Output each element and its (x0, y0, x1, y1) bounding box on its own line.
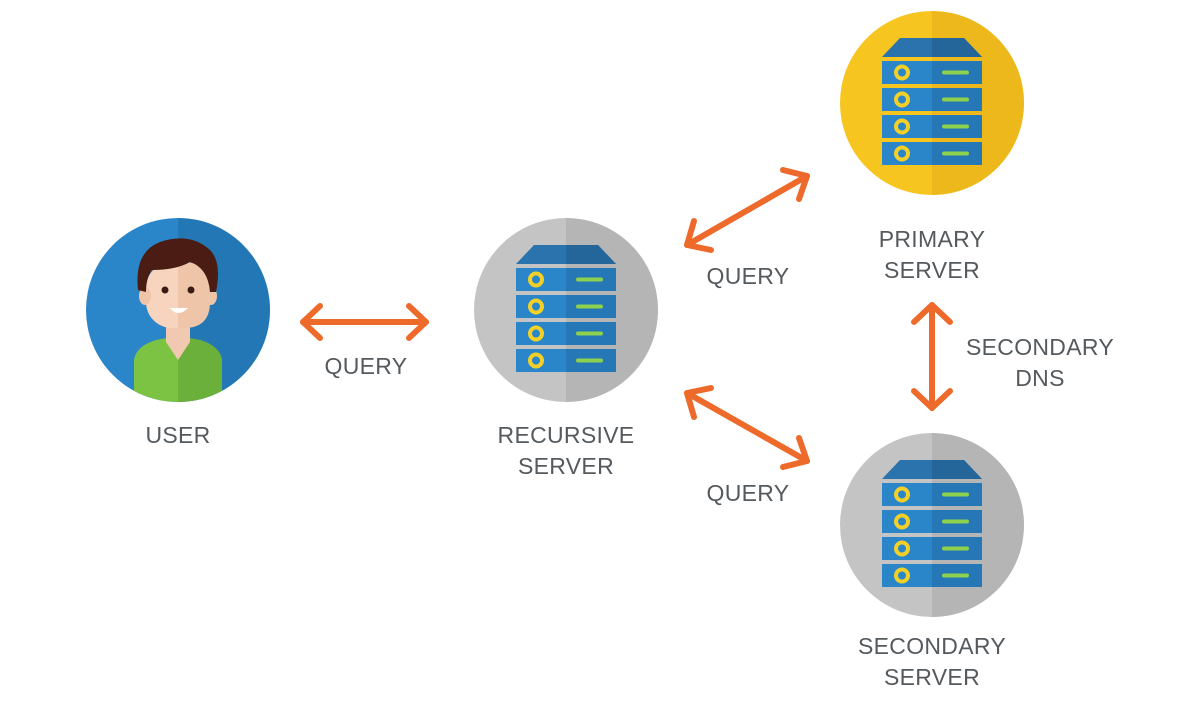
server-led-icon (894, 513, 910, 530)
edge-label-recursive-secondary: QUERY (706, 480, 790, 506)
server-led-icon (894, 540, 910, 557)
server-led-icon (894, 486, 910, 503)
server-led-icon (528, 271, 544, 288)
user-avatar-icon (134, 238, 222, 402)
edge-label-secondary-dns: SECONDARY DNS (966, 334, 1114, 391)
node-recursive (474, 218, 658, 402)
secondary-server-icon (840, 433, 1024, 617)
edge-label-recursive-primary: QUERY (706, 263, 790, 289)
server-led-icon (894, 145, 910, 162)
primary-server-icon (840, 11, 1024, 195)
node-label-recursive: RECURSIVE SERVER (497, 422, 635, 479)
server-led-icon (894, 118, 910, 135)
node-secondary (840, 433, 1024, 617)
node-label-user: USER (145, 422, 211, 448)
server-led-icon (528, 298, 544, 315)
arrow-recursive-primary (684, 167, 810, 253)
arrow-primary-secondary (911, 302, 953, 411)
arrow-user-recursive (300, 303, 429, 341)
server-led-icon (894, 91, 910, 108)
server-led-icon (894, 64, 910, 81)
node-user (86, 218, 270, 402)
server-led-icon (894, 567, 910, 584)
edge-label-user-recursive: QUERY (324, 353, 408, 379)
server-led-icon (528, 325, 544, 342)
node-label-primary: PRIMARY SERVER (878, 226, 986, 283)
node-primary (840, 11, 1024, 195)
arrow-recursive-secondary (684, 385, 810, 470)
recursive-server-icon (474, 218, 658, 402)
server-led-icon (528, 352, 544, 369)
node-label-secondary: SECONDARY SERVER (858, 633, 1006, 690)
